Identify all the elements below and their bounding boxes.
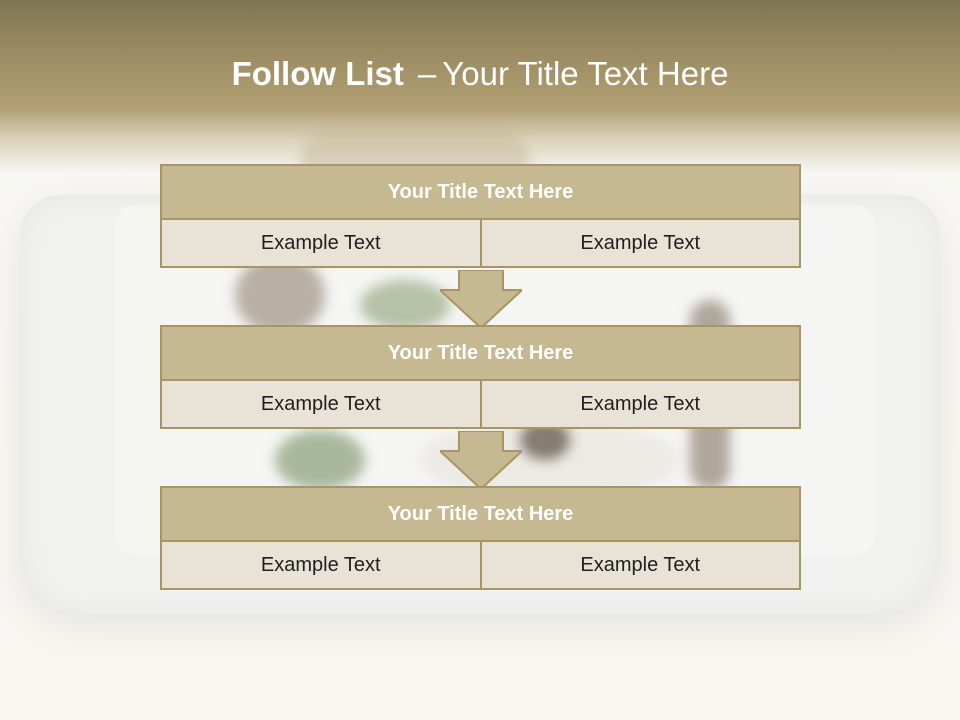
dessert-shape xyxy=(235,255,325,335)
title-rest: Your Title Text Here xyxy=(442,55,729,92)
block-cell-left: Example Text xyxy=(160,540,482,590)
down-arrow-icon xyxy=(440,431,522,489)
block-title: Your Title Text Here xyxy=(160,164,801,220)
list-block-2: Your Title Text Here Example Text Exampl… xyxy=(160,325,801,429)
block-row: Example Text Example Text xyxy=(160,218,801,268)
block-cell-left: Example Text xyxy=(160,379,482,429)
header-band xyxy=(0,0,960,175)
block-cell-left: Example Text xyxy=(160,218,482,268)
block-cell-right: Example Text xyxy=(479,379,801,429)
down-arrow-icon xyxy=(440,270,522,328)
mint-leaf-shape xyxy=(275,430,365,490)
block-cell-right: Example Text xyxy=(479,218,801,268)
list-block-3: Your Title Text Here Example Text Exampl… xyxy=(160,486,801,590)
block-title: Your Title Text Here xyxy=(160,486,801,542)
block-row: Example Text Example Text xyxy=(160,540,801,590)
title-dash: – xyxy=(417,55,437,92)
list-block-1: Your Title Text Here Example Text Exampl… xyxy=(160,164,801,268)
block-title: Your Title Text Here xyxy=(160,325,801,381)
block-row: Example Text Example Text xyxy=(160,379,801,429)
block-cell-right: Example Text xyxy=(479,540,801,590)
slide-title: Follow List–Your Title Text Here xyxy=(0,55,960,93)
title-bold: Follow List xyxy=(231,55,404,92)
mint-leaf-shape xyxy=(360,280,450,330)
